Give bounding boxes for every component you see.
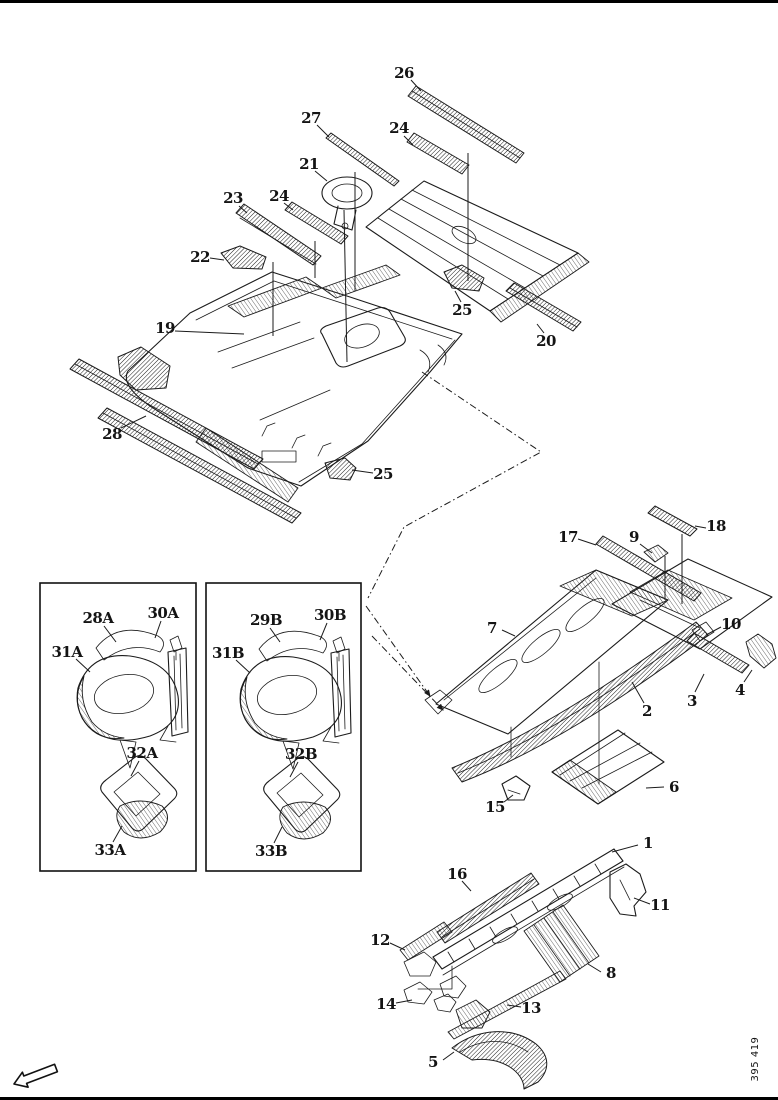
part-16-rail [436,872,540,944]
callout-15: 15 [485,798,505,816]
callout-6: 6 [669,778,679,796]
rear-floor-panel [365,180,590,323]
callout-9: 9 [629,528,639,546]
part-12-rail-end [399,921,467,999]
callout-29B: 29B [249,611,283,629]
callout-28: 28 [102,425,122,443]
part-18-strip [647,505,698,537]
callout-7: 7 [487,619,497,637]
part-3-rail [686,632,750,674]
part-27-trim-strip [325,132,400,187]
callout-22: 22 [190,248,210,266]
callout-25-lower: 25 [373,465,393,483]
part-15-bracket [501,775,531,801]
callout-31A: 31A [51,643,83,661]
wheel-well-assembly-variant-b [239,630,352,840]
callout-33A: 33A [94,841,126,859]
wheel-well-assembly [76,629,189,839]
part-28-rocker-rails [69,358,302,524]
callout-leader-lines [75,79,753,1061]
page-turn-arrow-icon [13,1063,59,1088]
callout-17: 17 [558,528,578,546]
callout-14: 14 [376,995,396,1013]
part-21-wheelwell-ring [321,176,373,231]
callout-10: 10 [721,615,741,633]
callout-18: 18 [706,517,726,535]
callout-32B: 32B [284,745,318,763]
page-bottom-edge [0,1097,778,1100]
part-5-channel [451,1031,548,1090]
callout-20: 20 [536,332,556,350]
callout-24-left: 24 [269,187,289,205]
callout-31B: 31B [211,644,245,662]
callout-24-right: 24 [389,119,409,137]
figure-reference-number: 395 419 [750,1036,761,1082]
callout-13: 13 [521,999,541,1017]
callout-23: 23 [223,189,243,207]
callout-27: 27 [301,109,321,127]
inset-box-b [205,582,362,872]
part-4-bracket [745,633,777,669]
page-top-edge [0,0,778,3]
callout-32A: 32A [126,744,158,762]
callout-5: 5 [428,1053,438,1071]
callout-3: 3 [687,692,697,710]
callout-16: 16 [447,865,467,883]
part-24-crossmember-left [284,201,349,245]
rear-underbody-panel-7 [424,569,669,735]
callout-33B: 33B [254,842,288,860]
part-1-frame-rail [432,848,625,976]
part-2-side-rail [451,621,709,783]
callout-12: 12 [370,931,390,949]
callout-2: 2 [642,702,652,720]
part-24-crossmember-right [406,132,470,175]
alignment-lines [365,371,542,711]
callout-26: 26 [394,64,414,82]
callout-30B: 30B [313,606,347,624]
assembly-alignment-verticals [510,661,600,785]
callout-1: 1 [643,834,653,852]
part-14-brackets [403,981,457,1013]
callout-30A: 30A [147,604,179,622]
part-17-crossrail [595,535,702,602]
part-22-bracket [220,245,267,270]
part-23-crossmember [235,203,322,266]
callout-11: 11 [650,896,670,914]
inset-box-a [39,582,197,872]
callout-28A: 28A [82,609,114,627]
callout-8: 8 [606,964,616,982]
part-11-bracket [609,863,647,917]
main-floor-pan [117,264,463,503]
part-20-sill-rail [505,282,582,332]
callout-21: 21 [299,155,319,173]
callout-19: 19 [155,319,175,337]
part-25-bracket-upper [443,264,485,292]
part-6-floor-extension [551,729,665,805]
part-25-bracket-lower [324,457,357,481]
callout-25-upper: 25 [452,301,472,319]
part-8-corrugated-panel [523,904,600,983]
part-26-rear-crossrail [407,85,525,164]
part-9-bracket [643,544,669,563]
callout-4: 4 [735,681,745,699]
